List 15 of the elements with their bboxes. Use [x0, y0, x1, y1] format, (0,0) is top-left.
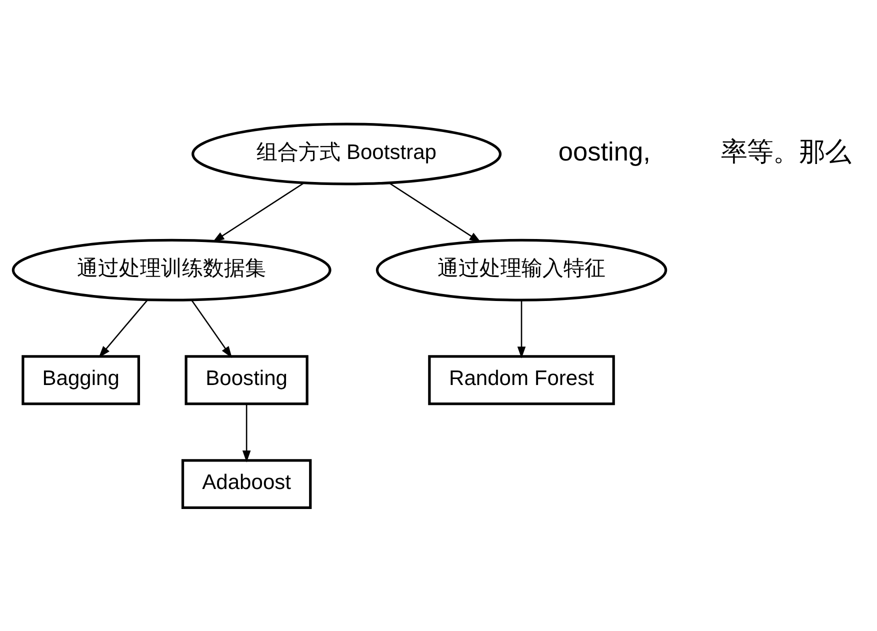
arrow	[388, 182, 482, 242]
node-ellipse: 通过处理训练数据集	[12, 238, 332, 301]
node-ellipse: 组合方式 Bootstrap	[192, 122, 502, 185]
label: oosting,	[558, 136, 650, 166]
node-ellipse: 通过处理输入特征	[376, 238, 668, 301]
arrow	[212, 182, 305, 242]
arrow	[517, 300, 526, 358]
node-box: Adaboost	[181, 458, 312, 509]
label: 率等。那么	[720, 136, 851, 166]
arrow	[98, 298, 148, 358]
arrow	[191, 299, 232, 358]
node-box: Random Forest	[428, 354, 615, 405]
node-box: Bagging	[22, 354, 140, 405]
node-box: Boosting	[184, 354, 308, 405]
arrow	[242, 403, 251, 462]
